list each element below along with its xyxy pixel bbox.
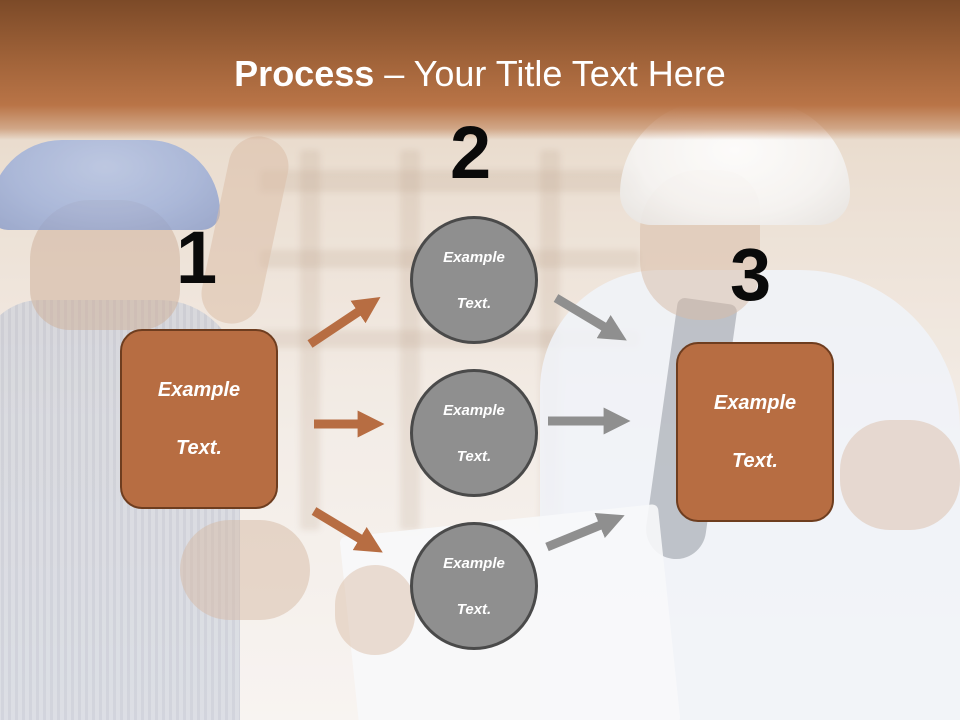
step-1-box: Example Text. [120,329,278,509]
step-3-box: Example Text. [676,342,834,522]
circle-3-line2: Text. [456,600,492,618]
step-2-circle-bottom: Example Text. [410,522,538,650]
arrow-to-circle-1 [307,297,381,348]
arrow-from-circle-1 [553,294,627,341]
slide-title: Process – Your Title Text Here [0,52,960,96]
step-2-circle-top: Example Text. [410,216,538,344]
step-number-3: 3 [730,233,772,316]
circle-1-line2: Text. [456,294,492,312]
circle-3-line1: Example [443,554,505,572]
title-rest: – Your Title Text Here [374,53,726,94]
step-number-1: 1 [176,216,218,299]
step-number-2: 2 [450,111,492,194]
step-2-circle-middle: Example Text. [410,369,538,497]
title-bold: Process [234,53,375,94]
circle-2-line2: Text. [456,447,492,465]
title-band [0,0,960,140]
arrow-to-circle-3 [311,507,383,553]
step-3-line1: Example [713,391,797,414]
step-1-line2: Text. [176,436,222,459]
circle-2-line1: Example [443,401,505,419]
arrow-from-circle-3 [545,512,625,552]
blue-hard-hat [0,140,220,230]
circle-1-line1: Example [443,248,505,266]
step-1-line1: Example [157,378,241,401]
step-3-line2: Text. [732,449,778,472]
